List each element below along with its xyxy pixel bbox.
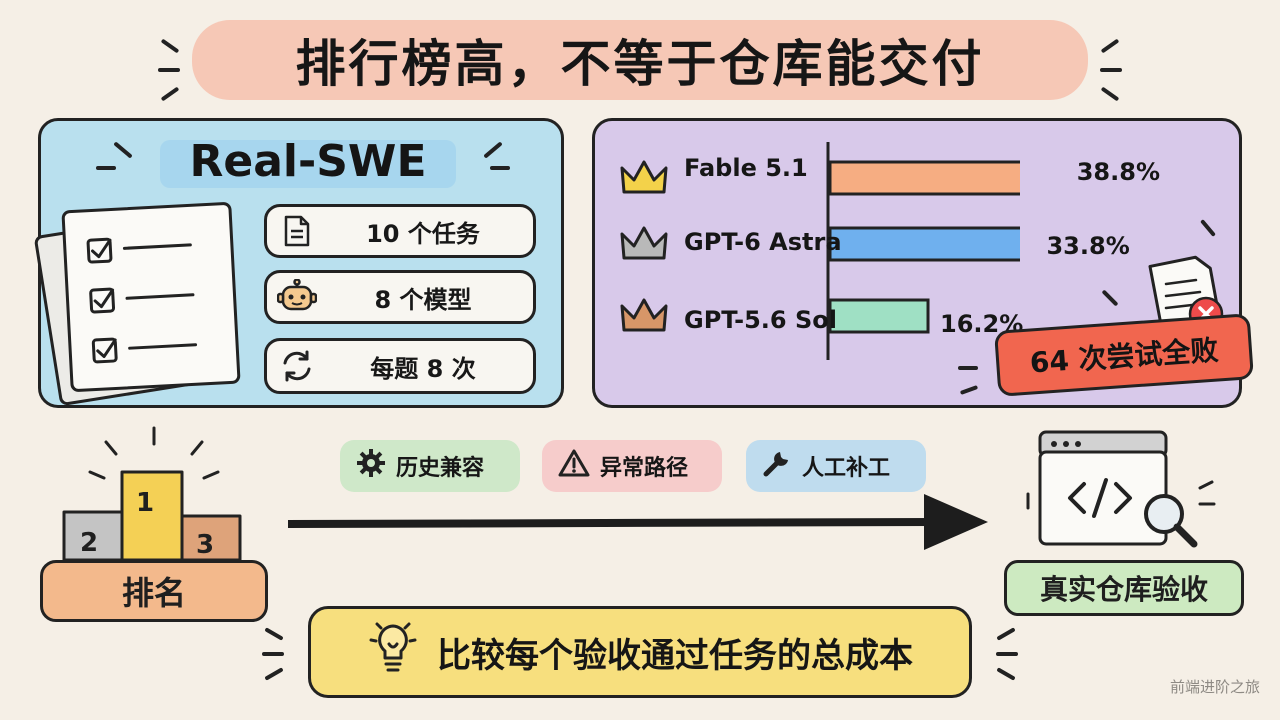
checklist-document-icon xyxy=(61,201,241,393)
crown-icon xyxy=(620,160,668,194)
tag-history-compat: 历史兼容 xyxy=(340,440,520,492)
podium-icon xyxy=(62,426,242,562)
crown-icon xyxy=(620,298,668,332)
podium-second-label: 2 xyxy=(80,528,99,558)
model-label: GPT-5.6 Sol xyxy=(684,306,837,334)
spark-line xyxy=(490,166,510,170)
document-icon xyxy=(267,215,327,247)
title-spark-line xyxy=(1100,38,1120,54)
page-title: 排行榜高，不等于仓库能交付 xyxy=(295,35,985,93)
watermark: 前端进阶之旅 xyxy=(1169,678,1260,696)
value-label: 38.8% xyxy=(1076,158,1160,186)
conclusion-text: 比较每个验收通过任务的总成本 xyxy=(437,635,913,676)
value-label: 33.8% xyxy=(1046,232,1130,260)
acceptance-label: 真实仓库验收 xyxy=(1004,560,1244,616)
benchmark-name-highlight xyxy=(160,140,456,188)
spark-line xyxy=(96,166,116,170)
stat-attempts: 每题 8 次 xyxy=(264,338,536,394)
refresh-icon xyxy=(267,349,327,383)
warning-icon xyxy=(558,448,590,484)
stat-tasks-label: 10 个任务 xyxy=(366,219,480,248)
title-spark-line xyxy=(158,68,180,72)
title-spark-line xyxy=(160,38,180,54)
lightbulb-icon xyxy=(367,618,419,687)
bar-1 xyxy=(828,160,1020,196)
model-label: Fable 5.1 xyxy=(684,154,808,182)
spark-line xyxy=(996,627,1016,641)
spark-line xyxy=(262,652,284,656)
title-spark-line xyxy=(1100,86,1120,102)
bar-3 xyxy=(828,298,930,334)
spark-line xyxy=(958,366,978,370)
spark-line xyxy=(264,627,284,641)
podium-third-label: 3 xyxy=(196,530,215,560)
wrench-icon xyxy=(762,448,792,484)
gear-icon xyxy=(356,448,386,484)
tag-manual-fix: 人工补工 xyxy=(746,440,926,492)
benchmark-name: Real-SWE xyxy=(189,135,427,187)
stat-models-label: 8 个模型 xyxy=(374,285,472,314)
ranking-label: 排名 xyxy=(40,560,268,622)
spark-line xyxy=(264,667,284,681)
arrow-icon xyxy=(288,494,988,550)
stat-attempts-label: 每题 8 次 xyxy=(370,354,476,383)
tag-exception-path: 异常路径 xyxy=(542,440,722,492)
title-spark-line xyxy=(160,86,180,102)
spark-line xyxy=(996,667,1016,681)
stat-models: 8 个模型 xyxy=(264,270,536,324)
bar-2 xyxy=(828,226,1020,262)
crown-icon xyxy=(620,226,668,260)
code-review-icon xyxy=(1026,430,1216,548)
title-spark-line xyxy=(1100,68,1122,72)
title-highlight xyxy=(192,20,1088,100)
podium-first-label: 1 xyxy=(136,488,155,518)
stat-tasks: 10 个任务 xyxy=(264,204,536,258)
robot-icon xyxy=(267,279,327,315)
conclusion-banner: 比较每个验收通过任务的总成本 xyxy=(308,606,972,698)
model-label: GPT-6 Astra xyxy=(684,228,842,256)
leaderboard-chart xyxy=(620,142,1020,360)
spark-line xyxy=(996,652,1018,656)
